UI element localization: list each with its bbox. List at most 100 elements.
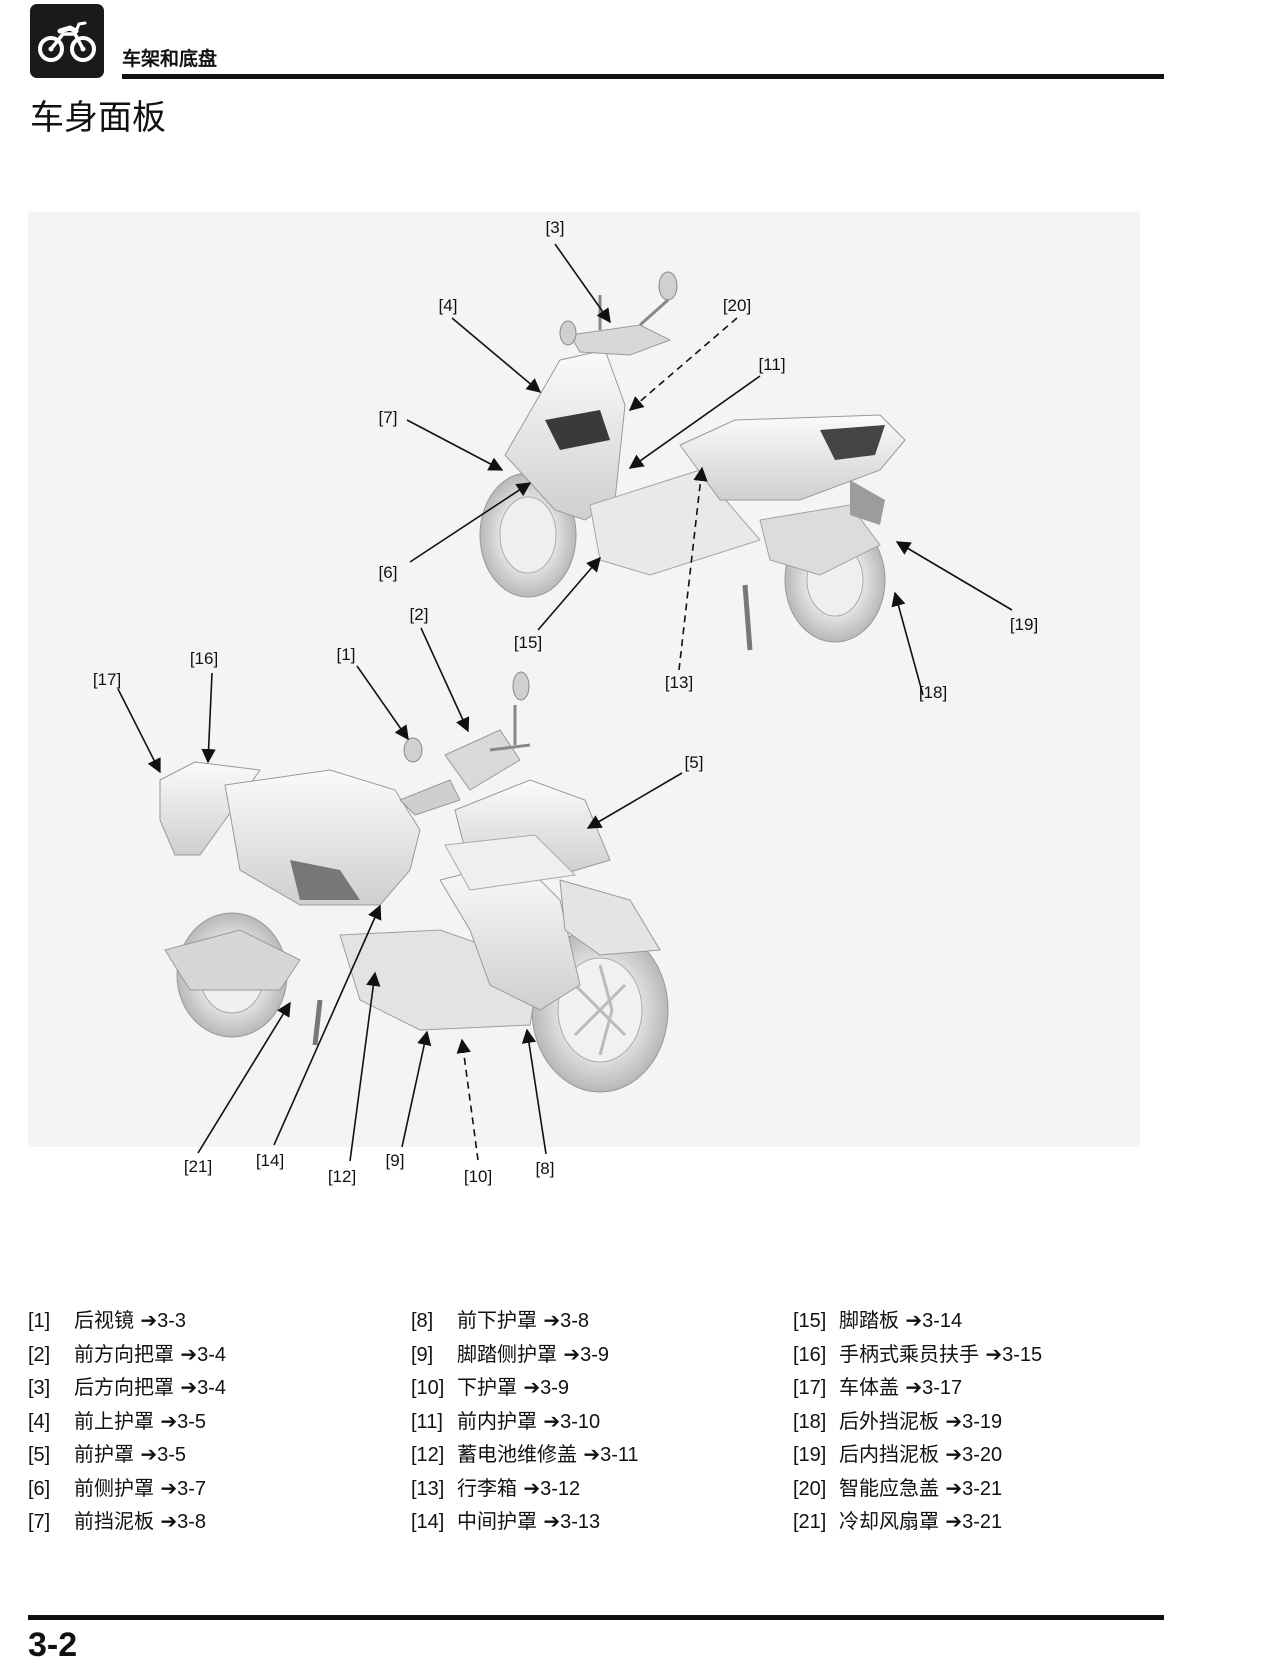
callout-21: [21]	[184, 1157, 212, 1176]
legend-item-ref[interactable]: 3-10	[560, 1410, 601, 1433]
legend-item-ref[interactable]: 3-4	[197, 1377, 227, 1399]
legend-item-number: [1]	[28, 1310, 51, 1332]
arrow-icon: ➔	[563, 1341, 581, 1366]
callout-7: [7]	[379, 408, 398, 427]
page-title: 车身面板	[30, 98, 166, 138]
parts-legend-column-3: [15]脚踏板 ➔3-14 [16]手柄式乘员扶手 ➔3-15 [17]车体盖 …	[793, 1304, 1042, 1539]
legend-item-name: 前方向把罩	[74, 1341, 174, 1366]
legend-item-ref[interactable]: 3-7	[177, 1477, 207, 1500]
callout-3: [3]	[546, 218, 565, 237]
legend-item: [6]前侧护罩 ➔3-7	[28, 1472, 226, 1506]
legend-item-name: 前内护罩	[457, 1408, 537, 1433]
legend-item-name: 前上护罩	[74, 1408, 154, 1433]
arrow-icon: ➔	[905, 1375, 923, 1399]
chapter-title: 车架和底盘	[122, 48, 218, 70]
callout-2: [2]	[410, 605, 429, 624]
legend-item: [9] 脚踏侧护罩 ➔3-9	[411, 1338, 639, 1372]
legend-item-name: 中间护罩	[457, 1509, 537, 1533]
legend-item: [15]脚踏板 ➔3-14	[793, 1304, 1042, 1338]
legend-item-number: [17]	[793, 1377, 827, 1399]
legend-item: [3]后方向把罩 ➔3-4	[28, 1371, 226, 1405]
arrow-icon: ➔	[160, 1475, 178, 1500]
legend-item-ref[interactable]: 3-4	[197, 1343, 227, 1366]
legend-item-ref[interactable]: 3-12	[540, 1477, 581, 1500]
footer-rule	[28, 1615, 1164, 1620]
legend-item-name: 蓄电池维修盖	[457, 1442, 577, 1466]
legend-item-ref[interactable]: 3-15	[1002, 1343, 1043, 1366]
chapter-motorcycle-icon	[30, 4, 104, 78]
callout-15: [15]	[514, 633, 542, 652]
legend-item-ref[interactable]: 3-17	[922, 1377, 963, 1399]
arrow-icon: ➔	[945, 1408, 963, 1433]
callout-11: [11]	[758, 355, 785, 374]
arrow-icon: ➔	[543, 1408, 561, 1433]
callout-17: [17]	[93, 670, 121, 689]
legend-item: [19]后内挡泥板 ➔3-20	[793, 1438, 1042, 1472]
legend-item-ref[interactable]: 3-8	[177, 1511, 207, 1533]
legend-item-name: 脚踏侧护罩	[457, 1341, 557, 1366]
legend-item-number: [14]	[411, 1511, 445, 1533]
arrow-icon: ➔	[523, 1375, 541, 1399]
legend-item-ref[interactable]: 3-5	[157, 1444, 187, 1466]
legend-item-number: [13]	[411, 1477, 445, 1500]
callout-12: [12]	[328, 1167, 356, 1186]
legend-item-ref[interactable]: 3-8	[560, 1310, 590, 1332]
arrow-icon: ➔	[945, 1442, 963, 1466]
legend-item: [21]冷却风扇罩 ➔3-21	[793, 1505, 1042, 1539]
legend-item-ref[interactable]: 3-5	[177, 1410, 207, 1433]
leader-lines	[117, 243, 1013, 1162]
arrow-icon: ➔	[985, 1341, 1003, 1366]
arrow-icon: ➔	[140, 1308, 158, 1332]
legend-item-name: 后内挡泥板	[839, 1442, 939, 1466]
callout-13: [13]	[665, 673, 693, 692]
legend-item-ref[interactable]: 3-3	[157, 1310, 187, 1332]
legend-item-ref[interactable]: 3-13	[560, 1511, 601, 1533]
legend-item: [10]下护罩 ➔3-9	[411, 1371, 639, 1405]
callout-18: [18]	[919, 683, 947, 702]
legend-item-number: [9]	[411, 1343, 434, 1366]
legend-item-name: 前护罩	[74, 1442, 134, 1466]
callout-6: [6]	[379, 563, 398, 582]
legend-item-number: [8]	[411, 1310, 434, 1332]
legend-item: [13] 行李箱 ➔3-12	[411, 1472, 639, 1506]
callout-14: [14]	[256, 1151, 284, 1170]
legend-item-number: [11]	[411, 1410, 443, 1433]
legend-item-name: 车体盖	[839, 1375, 899, 1399]
legend-item-ref[interactable]: 3-20	[962, 1444, 1003, 1466]
arrow-icon: ➔	[140, 1442, 158, 1466]
legend-item-number: [2]	[28, 1343, 51, 1366]
callout-5: [5]	[685, 753, 704, 772]
legend-item-number: [5]	[28, 1444, 51, 1466]
legend-item-ref[interactable]: 3-21	[962, 1477, 1003, 1500]
legend-item-ref[interactable]: 3-19	[962, 1410, 1003, 1433]
parts-legend-column-2: [8]前下护罩 ➔3-8 [9]脚踏侧护罩 ➔3-9 [10]下护罩 ➔3-9 …	[411, 1304, 639, 1539]
arrow-icon: ➔	[945, 1475, 963, 1500]
legend-item-name: 冷却风扇罩	[839, 1509, 939, 1533]
legend-item-ref[interactable]: 3-9	[580, 1343, 610, 1366]
legend-item-ref[interactable]: 3-11	[600, 1444, 639, 1466]
legend-item-number: [12]	[411, 1444, 445, 1466]
legend-item-ref[interactable]: 3-9	[540, 1377, 570, 1399]
legend-item-number: [3]	[28, 1377, 51, 1399]
legend-item-ref[interactable]: 3-21	[962, 1511, 1003, 1533]
arrow-icon: ➔	[543, 1308, 561, 1332]
callout-20: [20]	[723, 296, 751, 315]
arrow-icon: ➔	[160, 1509, 178, 1533]
arrow-icon: ➔	[583, 1442, 601, 1466]
callout-1: [1]	[337, 645, 356, 664]
legend-item-name: 脚踏板	[839, 1308, 899, 1332]
scooter-front-view	[159, 671, 669, 1093]
legend-item-name: 后外挡泥板	[839, 1408, 939, 1433]
legend-item: [8]前下护罩 ➔3-8	[411, 1304, 639, 1338]
legend-item: [14]中间护罩 ➔3-13	[411, 1505, 639, 1539]
legend-item: [1]后视镜 ➔3-3	[28, 1304, 226, 1338]
legend-item: [5] 前护罩 ➔3-5	[28, 1438, 226, 1472]
arrow-icon: ➔	[523, 1475, 541, 1500]
legend-item-name: 行李箱	[457, 1475, 517, 1500]
legend-item-ref[interactable]: 3-14	[922, 1310, 963, 1332]
arrow-icon: ➔	[160, 1408, 178, 1433]
callout-9: [9]	[386, 1151, 405, 1170]
legend-item: [18]后外挡泥板 ➔3-19	[793, 1405, 1042, 1439]
legend-item-number: [15]	[793, 1310, 827, 1332]
scooter-figure: [3] [4] [20] [11] [7] [6] [15] [13] [19]…	[28, 212, 1140, 1186]
